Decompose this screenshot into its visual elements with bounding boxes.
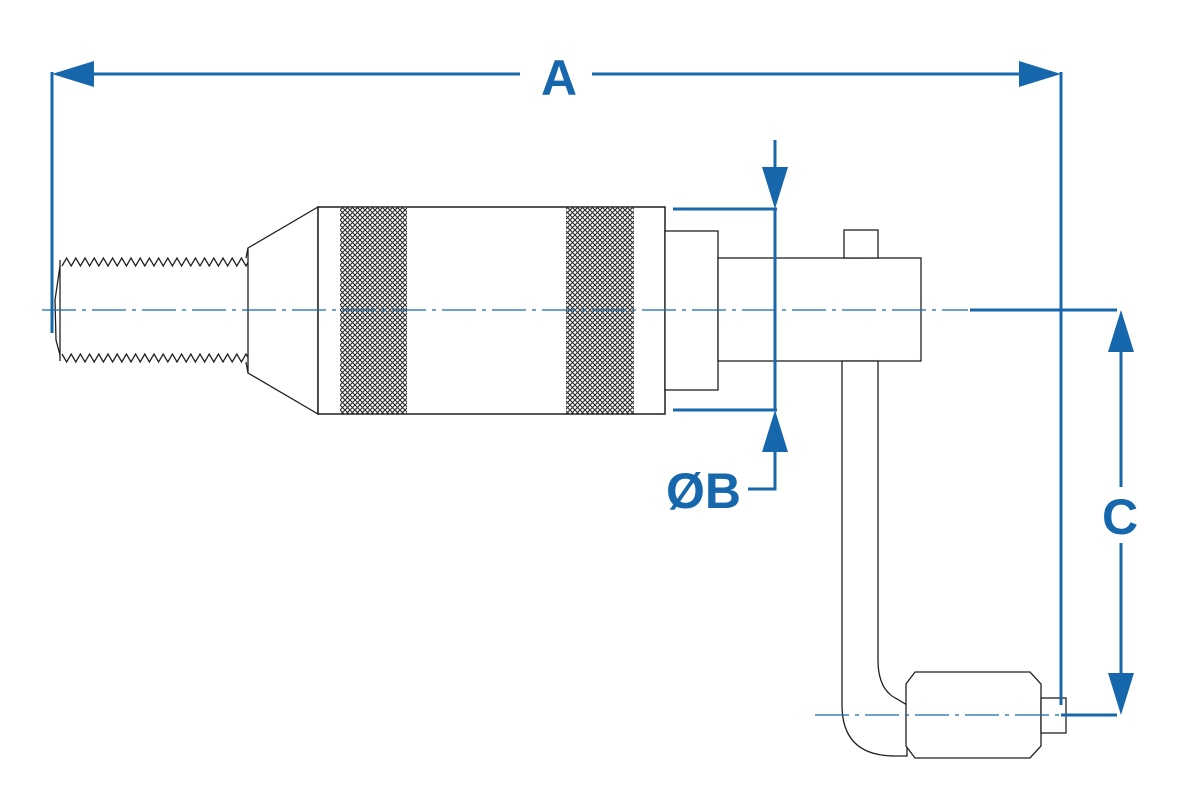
dim-a-label: A: [541, 50, 577, 106]
part-outline: [54, 205, 1067, 759]
tip-point: [54, 265, 61, 356]
dim-b-arrow-top: [762, 167, 788, 209]
top-pin: [843, 229, 879, 259]
dim-b-label: ØB: [666, 463, 741, 519]
dim-b-arrow-bottom: [762, 410, 788, 452]
center-lines: [42, 309, 1085, 716]
dimension-a: A: [50, 50, 1063, 705]
dim-c-arrow-bottom: [1108, 673, 1134, 715]
dim-b-leader: [748, 445, 777, 491]
dimension-b: ØB: [666, 140, 788, 519]
dim-a-arrow-left: [52, 61, 94, 87]
dim-a-arrow-right: [1019, 61, 1061, 87]
crank-arm: [841, 360, 908, 757]
dim-c-arrow-top: [1108, 310, 1134, 352]
dim-c-label: C: [1102, 489, 1138, 545]
thread-profile: [61, 247, 252, 374]
dimension-c: C: [970, 308, 1138, 717]
